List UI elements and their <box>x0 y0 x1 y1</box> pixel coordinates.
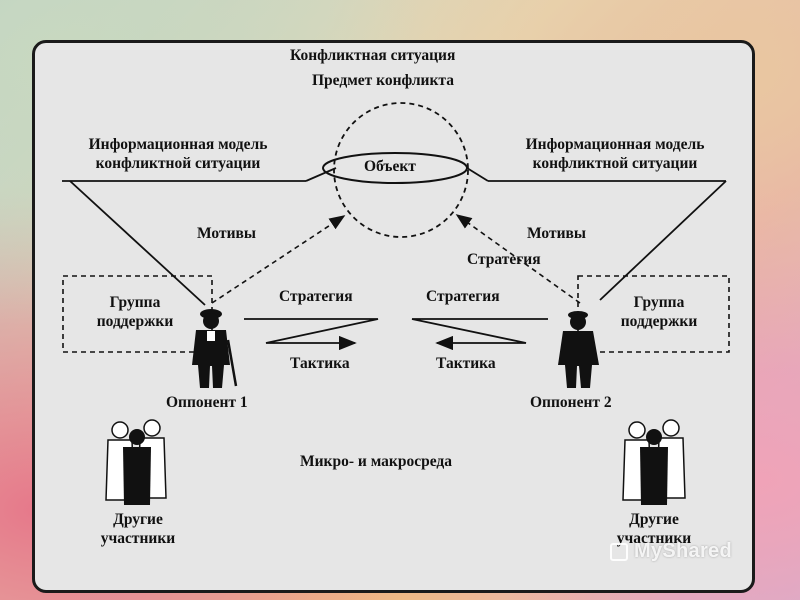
group-figures-icon <box>105 419 167 505</box>
support-group-left-line-2: поддержки <box>96 312 174 330</box>
support-group-right-label: Группа поддержки <box>599 294 719 331</box>
person-figure-icon <box>558 311 599 388</box>
support-group-left-line-1: Группа <box>109 294 161 311</box>
info-model-right-label: Информационная модель конфликтной ситуац… <box>495 136 735 173</box>
info-model-left-to-circle <box>305 167 337 182</box>
other-participants-left-line-1: Другие <box>113 511 163 528</box>
info-model-right-line-2: конфликтной ситуации <box>532 154 698 172</box>
opponent-2-label: Оппонент 2 <box>530 394 612 411</box>
info-model-left-line-1: Информационная модель <box>88 136 268 153</box>
watermark-icon <box>610 543 628 561</box>
object-label: Объект <box>364 158 416 175</box>
strategy-zigzag-right <box>411 318 548 351</box>
other-participants-left-label: Другие участники <box>78 511 198 548</box>
diagram-panel <box>32 40 755 593</box>
motives-left-label: Мотивы <box>197 225 256 242</box>
subject-label: Предмет конфликта <box>312 72 454 89</box>
tactics-left-label: Тактика <box>290 355 350 372</box>
info-model-left-line-2: конфликтной ситуации <box>95 154 261 172</box>
other-participants-right-label: Другие участники <box>594 511 714 548</box>
diagram-title: Конфликтная ситуация <box>290 47 456 64</box>
opponent-1-label: Оппонент 1 <box>166 394 248 411</box>
info-model-right-line-1: Информационная модель <box>525 136 705 153</box>
strategy-zigzag-left <box>244 318 379 351</box>
info-model-right-diagonal <box>599 180 727 301</box>
motives-right-label: Мотивы <box>527 225 586 242</box>
watermark-label: MyShared <box>634 540 732 562</box>
subject-circle <box>333 102 469 238</box>
support-group-left-label: Группа поддержки <box>75 294 195 331</box>
strategy-left-label: Стратегия <box>279 288 353 305</box>
motive-arrow-right <box>455 214 581 304</box>
info-model-left-diagonal <box>69 180 206 306</box>
info-model-left-label: Информационная модель конфликтной ситуац… <box>58 136 298 173</box>
other-participants-right-line-2: участники <box>616 529 692 547</box>
support-box-left <box>62 275 213 353</box>
support-group-right-line-2: поддержки <box>620 312 698 330</box>
support-group-right-line-1: Группа <box>633 294 685 311</box>
watermark-text: MyShared <box>610 540 732 563</box>
other-participants-right-line-1: Другие <box>629 511 679 528</box>
info-model-right-to-circle <box>466 167 489 182</box>
person-figure-icon <box>192 309 238 388</box>
other-participants-left-line-2: участники <box>100 529 176 547</box>
strategy-dashed-right-label: Стратегия <box>467 251 541 268</box>
tactics-right-label: Тактика <box>436 355 496 372</box>
group-figures-icon <box>622 419 686 505</box>
strategy-right-label: Стратегия <box>426 288 500 305</box>
environment-label: Микро- и макросреда <box>300 453 452 470</box>
